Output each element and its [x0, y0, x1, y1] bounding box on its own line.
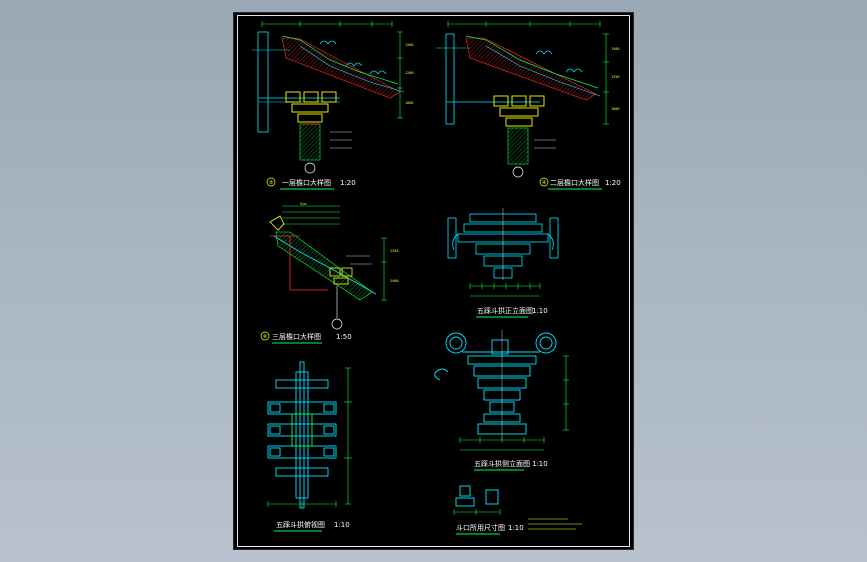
scale-detail-eave-3: 1:50	[336, 333, 352, 341]
caption-side-elevation: 五踩斗拱侧立面图	[474, 459, 530, 468]
notes-block	[528, 518, 582, 530]
drawing-frame	[237, 15, 630, 547]
detail-eave-1: 1500 1200 1800	[252, 21, 413, 174]
svg-text:1500: 1500	[405, 43, 413, 47]
bracket-front-elevation	[447, 208, 559, 280]
scale-detail-eave-2: 1:20	[605, 179, 621, 187]
svg-text:1350: 1350	[611, 75, 619, 79]
scale-side-elevation: 1:10	[532, 460, 548, 468]
svg-text:2400: 2400	[390, 279, 398, 283]
bracket-plan-view	[267, 361, 337, 509]
scale-front-elevation: 1:10	[532, 307, 548, 315]
detail-eave-3: 5cm 1350 2400	[269, 202, 398, 330]
svg-text:1800: 1800	[611, 107, 619, 111]
doukou-size-detail	[455, 485, 499, 507]
svg-text:1800: 1800	[405, 101, 413, 105]
caption-doukou-size: 斗口所用尺寸图	[456, 523, 505, 532]
detail-marker: ⑤	[269, 180, 273, 186]
scale-plan-view: 1:10	[334, 521, 350, 529]
scale-doukou-size: 1:10	[508, 524, 524, 532]
scale-detail-eave-1: 1:20	[340, 179, 356, 187]
svg-text:1500: 1500	[611, 47, 619, 51]
caption-plan-view: 五踩斗拱俯视图	[276, 520, 325, 529]
svg-text:1350: 1350	[390, 249, 398, 253]
svg-text:5cm: 5cm	[300, 202, 306, 206]
caption-detail-eave-1: 一层檐口大样图	[282, 178, 331, 187]
caption-detail-eave-2: 二层檐口大样图	[550, 178, 599, 187]
caption-front-elevation: 五踩斗拱正立面图	[477, 306, 533, 315]
detail-marker: ④	[542, 180, 547, 186]
detail-marker: ⑥	[263, 334, 268, 340]
bracket-side-elevation	[434, 330, 557, 440]
svg-text:1200: 1200	[405, 71, 413, 75]
detail-eave-2: 1500 1350 1800	[436, 21, 619, 178]
caption-detail-eave-3: 三层檐口大样图	[272, 332, 321, 341]
